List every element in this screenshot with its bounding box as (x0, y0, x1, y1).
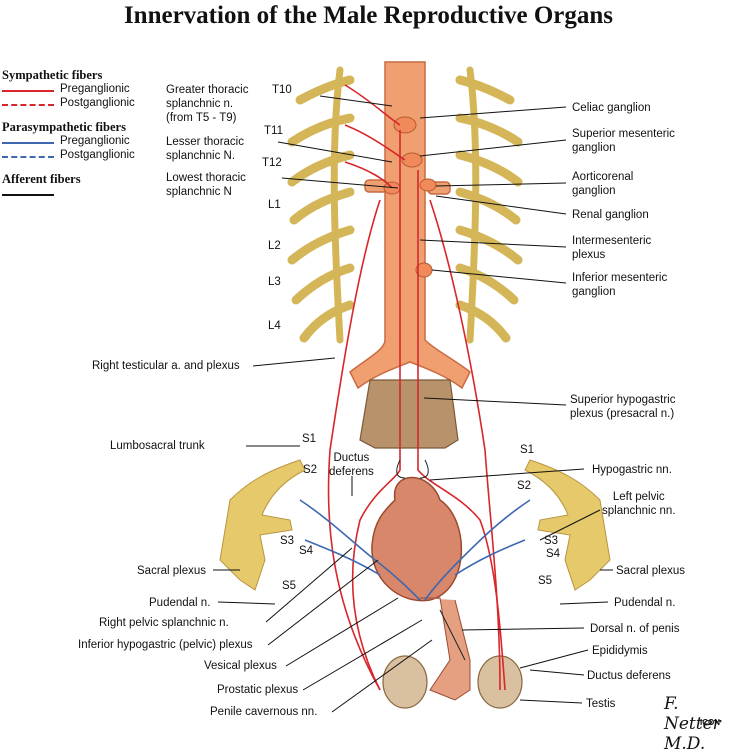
legend-parasympathetic-heading: Parasympathetic fibers (2, 120, 126, 134)
bladder-prostate (371, 476, 471, 701)
sacral-label-right: S1 (520, 444, 535, 456)
legend-para-post-line (2, 156, 54, 158)
legend-sym-post-label: Postganglionic (60, 97, 135, 109)
legend-sym-pre-line (2, 90, 54, 92)
level-label: L3 (268, 276, 281, 288)
label-right-testicular: Right testicular a. and plexus (92, 360, 240, 372)
label-pudendal-right: Pudendal n. (614, 597, 676, 609)
legend-afferent-line (2, 194, 54, 196)
label-sacral-plexus-right: Sacral plexus (616, 565, 686, 577)
label-hypogastric-nn: Hypogastric nn. (592, 464, 672, 476)
label-superior-mesenteric: Superior mesenteric ganglion (572, 128, 675, 154)
legend-para-pre-line (2, 142, 54, 144)
sacral-plexus-left (219, 459, 306, 591)
label-lesser-splanchnic: Lesser thoracic splanchnic N. (166, 136, 244, 162)
leader-lines (213, 95, 613, 713)
level-label: L2 (268, 240, 281, 252)
label-inferior-hypogastric: Inferior hypogastric (pelvic) plexus (78, 639, 253, 651)
level-label: L1 (268, 199, 281, 211)
level-label: T10 (272, 84, 292, 96)
label-superior-hypogastric: Superior hypogastric plexus (presacral n… (570, 394, 676, 420)
level-label: L4 (268, 320, 281, 332)
sacral-label-left: S1 (302, 433, 317, 445)
label-intermesenteric: Intermesenteric plexus (572, 235, 652, 261)
label-ductus-deferens-left: Ductus deferens (329, 452, 374, 478)
legend-sym-post-line (2, 104, 54, 106)
legend-para-pre-label: Preganglionic (60, 135, 130, 147)
legend-afferent-heading: Afferent fibers (2, 172, 81, 186)
label-greater-splanchnic: Greater thoracic splanchnic n. (from T5 … (166, 84, 249, 124)
legend-sym-pre-label: Preganglionic (60, 83, 130, 95)
label-left-pelvic-splanchnic: Left pelvic splanchnic nn. (602, 491, 676, 517)
label-inferior-mesenteric: Inferior mesenteric ganglion (572, 272, 668, 298)
sacral-label-right: S4 (546, 548, 561, 560)
afferent-fibers (396, 459, 466, 661)
sacrum (359, 379, 459, 449)
label-sacral-plexus-left: Sacral plexus (137, 565, 207, 577)
anatomy-illustration (213, 61, 613, 713)
page-title: Innervation of the Male Reproductive Org… (123, 2, 614, 29)
label-aorticorenal: Aorticorenal ganglion (572, 171, 634, 197)
label-dorsal-n-penis: Dorsal n. of penis (590, 623, 680, 635)
sacral-label-left: S5 (282, 580, 297, 592)
sacral-plexus-right (524, 459, 611, 591)
sympathetic-fibers (327, 84, 506, 691)
sacral-label-left: S2 (303, 464, 318, 476)
label-pudendal-left: Pudendal n. (149, 597, 211, 609)
level-label: T11 (264, 125, 283, 137)
legend-para-post-label: Postganglionic (60, 149, 135, 161)
ganglia (383, 116, 437, 278)
label-ductus-deferens-right: Ductus deferens (587, 670, 671, 682)
sacral-label-left: S3 (280, 535, 295, 547)
sacral-label-right: S5 (538, 575, 553, 587)
label-prostatic-plexus: Prostatic plexus (217, 684, 299, 696)
sacral-label-left: S4 (299, 545, 314, 557)
label-testis: Testis (586, 698, 616, 710)
label-renal-ganglion: Renal ganglion (572, 209, 649, 221)
left-spinal-nerves (287, 66, 355, 344)
label-lowest-splanchnic: Lowest thoracic splanchnic N (166, 172, 246, 198)
label-celiac-ganglion: Celiac ganglion (572, 102, 651, 114)
right-spinal-nerves (455, 66, 523, 344)
aorta (349, 61, 471, 390)
label-right-pelvic-splanchnic: Right pelvic splanchnic n. (99, 617, 229, 629)
label-lumbosacral-trunk: Lumbosacral trunk (110, 440, 205, 452)
sacral-label-right: S2 (517, 480, 532, 492)
publisher-logo: ICON (700, 718, 720, 727)
legend-sympathetic-heading: Sympathetic fibers (2, 68, 103, 82)
label-penile-cavernous: Penile cavernous nn. (210, 706, 318, 718)
label-vesical-plexus: Vesical plexus (204, 660, 277, 672)
level-label: T12 (262, 157, 282, 169)
sacral-label-right: S3 (544, 535, 559, 547)
label-epididymis: Epididymis (592, 645, 648, 657)
